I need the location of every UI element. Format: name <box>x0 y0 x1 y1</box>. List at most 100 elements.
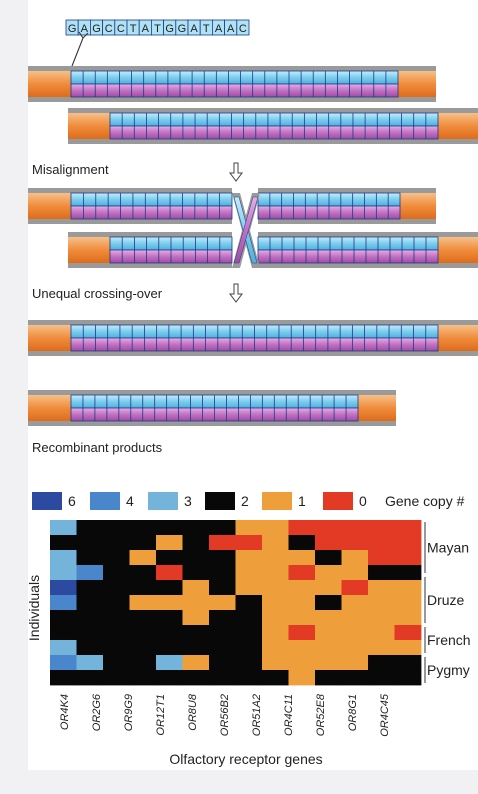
heatmap-cell <box>103 640 130 656</box>
heatmap-cell <box>235 580 263 596</box>
heatmap-cell <box>129 580 157 596</box>
heatmap-cell <box>209 640 236 656</box>
heatmap-cell <box>368 565 395 581</box>
heatmap-cell <box>235 670 263 686</box>
x-axis-label: Olfactory receptor genes <box>169 751 322 767</box>
heatmap-cell <box>182 670 210 686</box>
gene-label: OR52E8 <box>315 693 327 736</box>
chromosome-lower-left <box>68 232 232 268</box>
sequence-letter: G <box>92 23 101 35</box>
heatmap-cell <box>235 640 263 656</box>
heatmap-cell <box>76 670 104 686</box>
magenta-strand <box>257 249 439 264</box>
sequence-letter: G <box>165 23 174 35</box>
heatmap-cell <box>341 595 369 611</box>
heatmap-cell <box>315 610 342 626</box>
heatmap-cell <box>341 550 369 566</box>
heatmap-cell <box>315 580 342 596</box>
heatmap-cell <box>156 535 183 551</box>
heatmap-cell <box>368 640 395 656</box>
legend-swatch <box>262 492 292 510</box>
heatmap-cell <box>209 655 236 671</box>
magenta-strand <box>109 125 439 140</box>
heatmap <box>50 520 422 686</box>
heatmap-cell <box>50 520 77 536</box>
heatmap-cell <box>288 640 316 656</box>
heatmap-cell <box>368 520 395 536</box>
group-label: Druze <box>427 592 465 608</box>
chromosome-lower <box>68 108 478 144</box>
recombinant-long <box>28 320 478 356</box>
heatmap-cell <box>394 625 422 641</box>
legend-swatch <box>32 492 62 510</box>
heatmap-cell <box>209 565 236 581</box>
down-arrow-icon <box>229 283 243 303</box>
gene-label: OR56B2 <box>219 694 231 736</box>
heatmap-cell <box>368 655 395 671</box>
sequence-letter: A <box>142 23 150 35</box>
blue-strand <box>109 236 233 251</box>
magenta-strand <box>257 205 401 220</box>
heatmap-cell <box>182 610 210 626</box>
heatmap-cell <box>103 595 130 611</box>
heatmap-cell <box>76 550 104 566</box>
misalignment-label: Misalignment <box>32 162 109 177</box>
heatmap-cell <box>394 565 422 581</box>
chromosome-upper-right <box>258 188 436 224</box>
sequence-pointer-icon <box>71 31 89 67</box>
heatmap-cell <box>341 670 369 686</box>
heatmap-cell <box>103 670 130 686</box>
heatmap-cell <box>235 535 263 551</box>
heatmap-cell <box>103 535 130 551</box>
heatmap-cell <box>50 550 77 566</box>
gene-end-segment <box>438 325 478 351</box>
heatmap-cell <box>315 565 342 581</box>
heatmap-cell <box>156 595 183 611</box>
heatmap-cell <box>315 670 342 686</box>
heatmap-cell <box>288 655 316 671</box>
heatmap-cell <box>288 595 316 611</box>
legend-value: 2 <box>241 493 249 509</box>
heatmap-cell <box>156 550 183 566</box>
heatmap-cell <box>341 610 369 626</box>
heatmap-cell <box>315 595 342 611</box>
legend-title: Gene copy # <box>385 493 465 509</box>
legend-value: 3 <box>184 493 192 509</box>
heatmap-cell <box>235 610 263 626</box>
magenta-strand <box>70 337 439 352</box>
sequence-letter: C <box>105 23 113 35</box>
sequence-letter: G <box>68 23 77 35</box>
heatmap-cell <box>368 535 395 551</box>
blue-strand <box>70 394 359 409</box>
legend-value: 6 <box>68 493 76 509</box>
legend-swatch <box>148 492 178 510</box>
heatmap-cell <box>315 625 342 641</box>
heatmap-cell <box>156 670 183 686</box>
gene-end-segment <box>438 113 478 139</box>
gene-end-segment <box>400 193 436 219</box>
heatmap-cell <box>262 625 289 641</box>
gene-end-segment <box>28 395 71 421</box>
heatmap-cell <box>50 625 77 641</box>
heatmap-cell <box>209 670 236 686</box>
heatmap-cell <box>129 655 157 671</box>
sequence-letter: T <box>130 23 137 35</box>
gene-end-segment <box>28 193 71 219</box>
heatmap-cell <box>341 565 369 581</box>
heatmap-cell <box>394 610 422 626</box>
heatmap-cell <box>103 580 130 596</box>
heatmap-cell <box>129 565 157 581</box>
sequence-box <box>236 19 250 36</box>
blue-strand <box>70 192 233 207</box>
heatmap-cell <box>156 520 183 536</box>
gene-label: OR4C11 <box>283 694 295 736</box>
gene-label: OR9G9 <box>123 694 135 731</box>
heatmap-cell <box>288 565 316 581</box>
heatmap-cell <box>235 550 263 566</box>
heatmap-cell <box>50 565 77 581</box>
blue-strand <box>109 112 439 127</box>
magenta-strand <box>70 205 233 220</box>
heatmap-cell <box>394 520 422 536</box>
